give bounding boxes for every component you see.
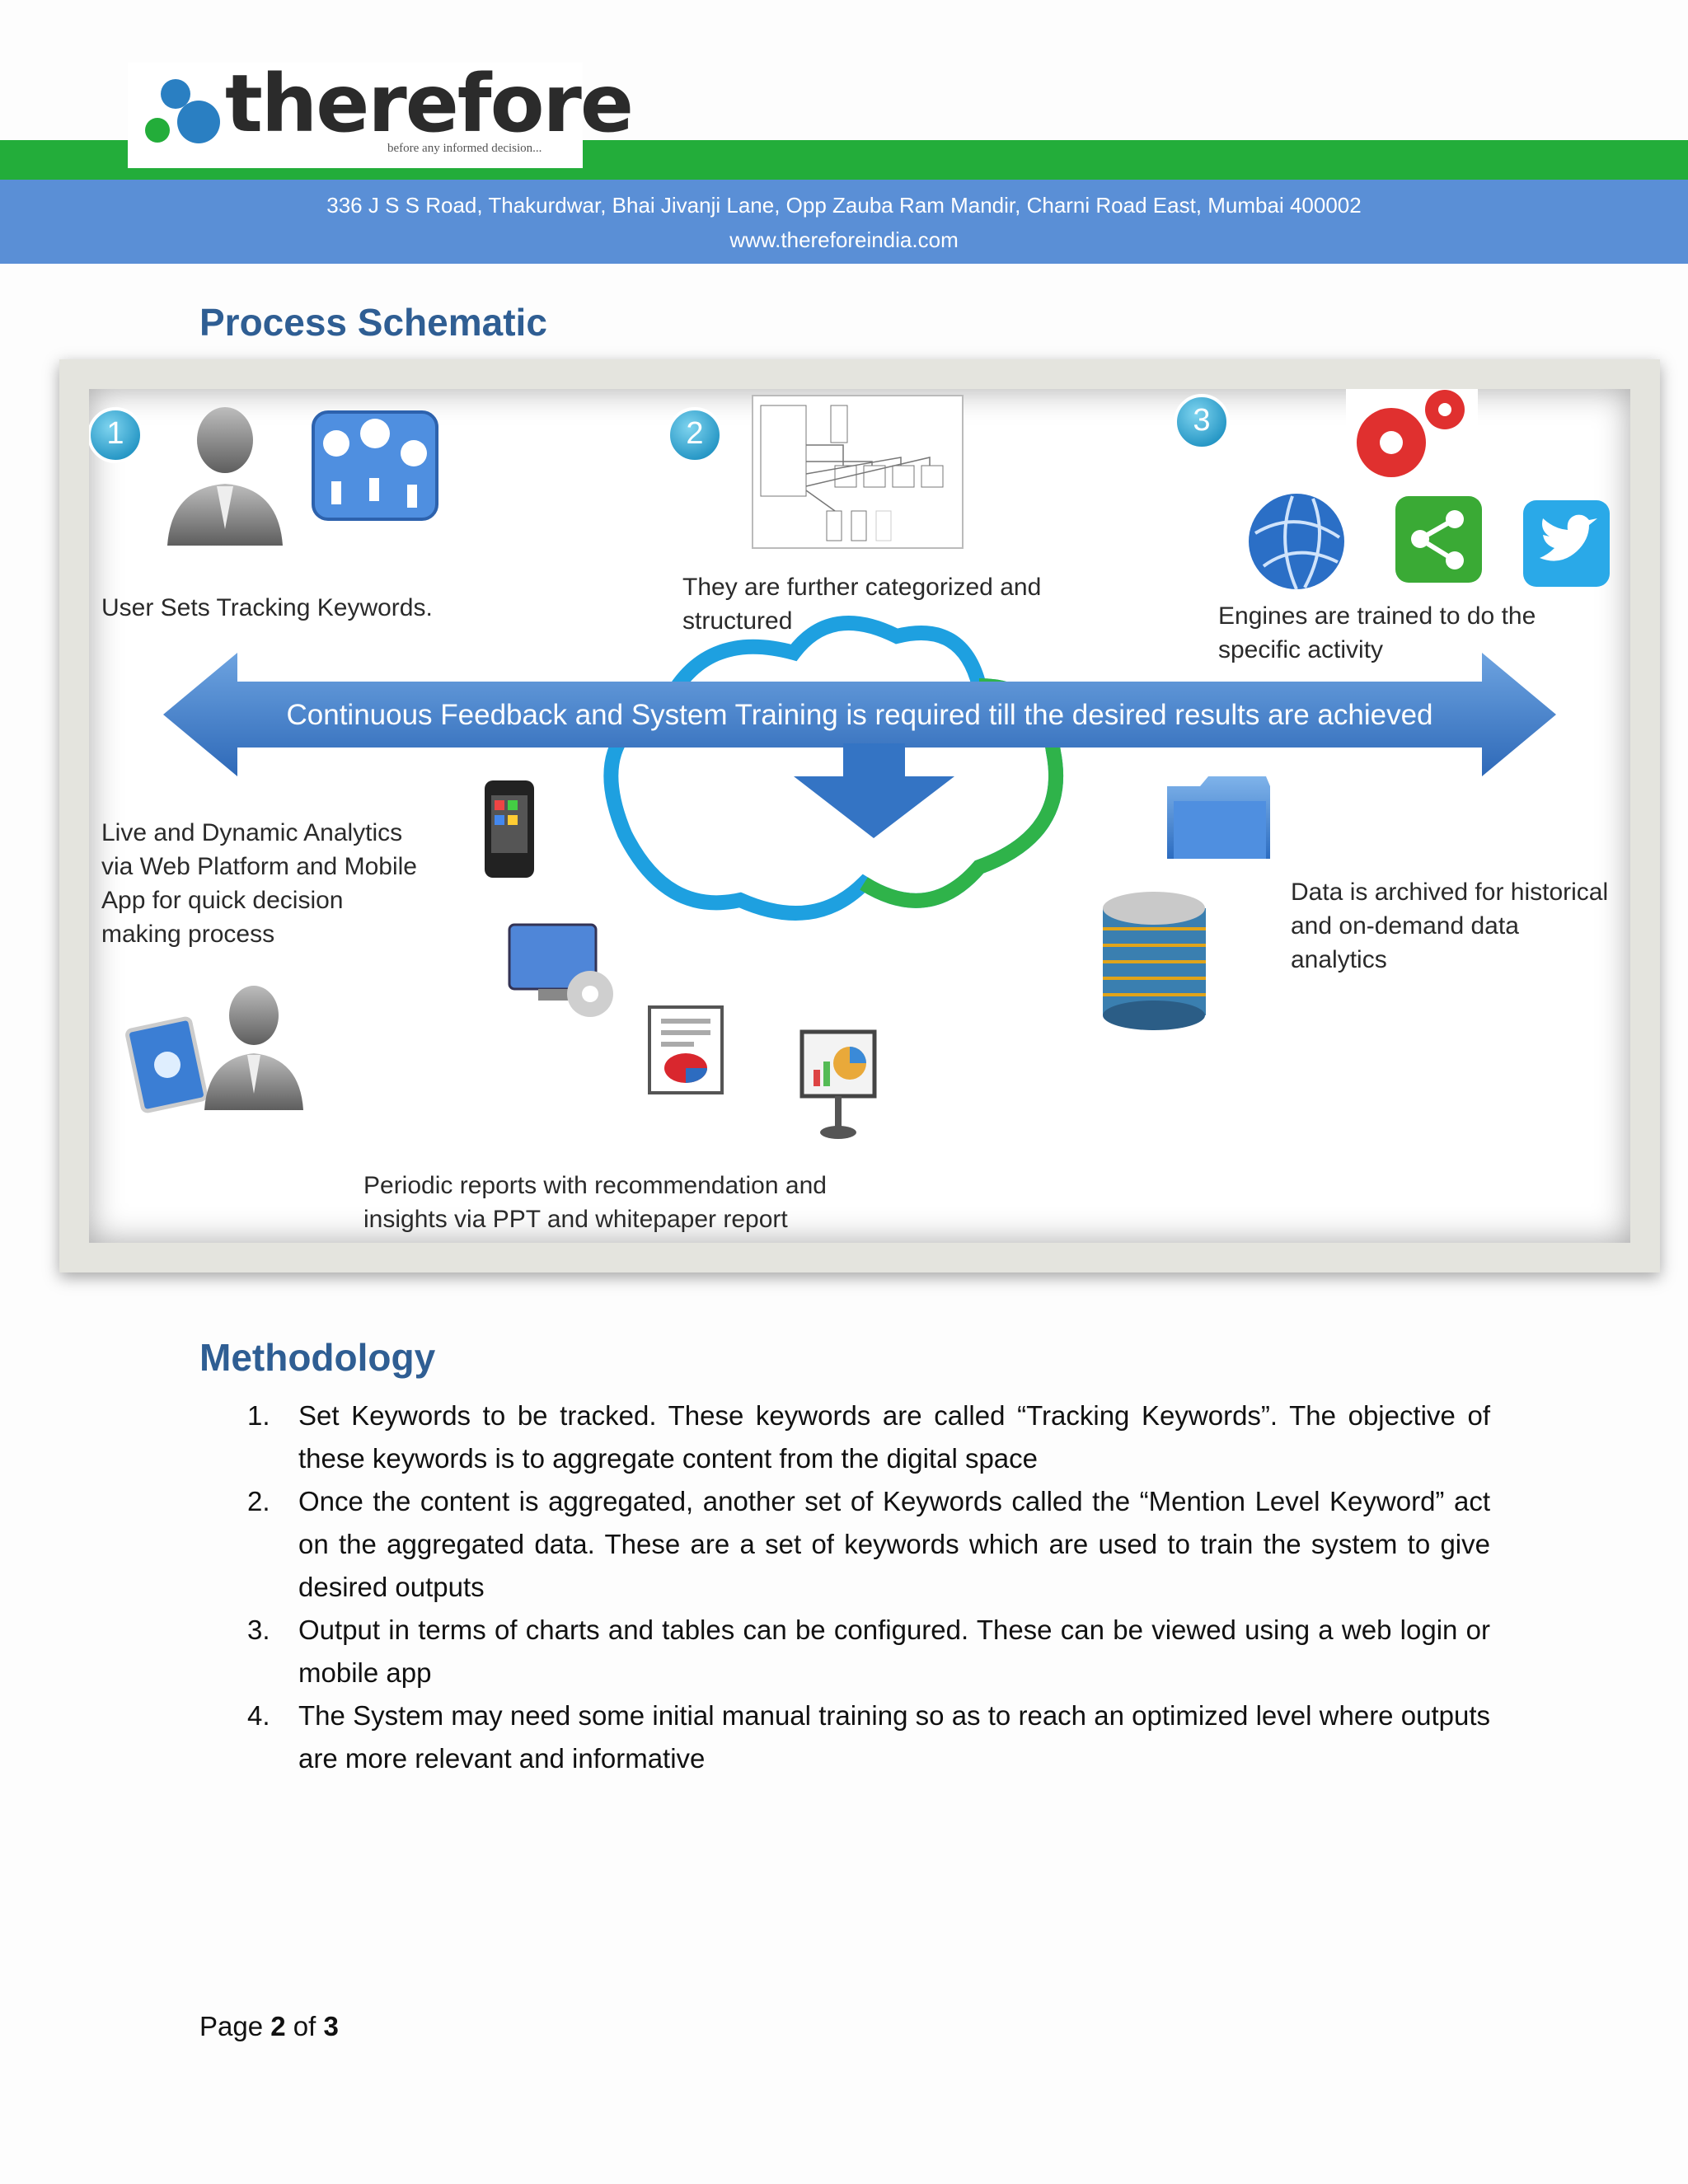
analytics-caption-line-2: via Web Platform and Mobile [101,853,417,880]
step-3-caption: Engines are trained to do the specific a… [1218,599,1536,667]
list-item-number: 1. [247,1400,270,1431]
flowchart-structure-icon [752,395,964,549]
step-3-number: 3 [1193,403,1211,438]
database-icon [1103,892,1206,1030]
company-address: 336 J S S Road, Thakurdwar, Bhai Jivanji… [326,193,1362,218]
methodology-list: 1. Set Keywords to be tracked. These keyw… [247,1394,1490,1780]
list-item-number: 3. [247,1615,270,1645]
analyst-person-icon [204,986,303,1110]
analytics-caption-line-1: Live and Dynamic Analytics [101,819,403,846]
step-1-badge-icon [89,407,143,463]
folder-icon [1167,776,1270,859]
feedback-double-arrow [163,653,1556,776]
analytics-caption-line-3: App for quick decision [101,887,344,914]
step-2-number: 2 [686,416,704,451]
page-number: Page 2 of 3 [199,2011,339,2042]
tablet-settings-icon [125,1016,208,1113]
step-1-caption: User Sets Tracking Keywords. [101,594,433,621]
archive-caption-line-2: and on-demand data [1291,912,1519,940]
down-arrow-icon [794,743,954,838]
step-3-caption-line-2: specific activity [1218,636,1384,663]
company-logo: therefore before any informed decision..… [128,58,634,168]
logo-dots-icon [145,79,220,143]
list-item-number: 4. [247,1700,270,1731]
logo-wordmark: therefore [225,58,634,150]
schematic-graphics [89,389,1610,1139]
page-total: 3 [323,2011,339,2041]
step-3-caption-line-1: Engines are trained to do the [1218,602,1536,630]
list-item-text: Set Keywords to be tracked. These keywor… [298,1400,1490,1474]
step-3-badge-icon [1174,394,1230,450]
list-item-number: 2. [247,1486,270,1516]
process-schematic-heading: Process Schematic [199,301,547,344]
twitter-icon [1523,500,1610,587]
analytics-caption: Live and Dynamic Analytics via Web Platf… [101,816,417,951]
logo-tagline: before any informed decision... [387,142,542,155]
reports-caption: Periodic reports with recommendation and… [363,1169,827,1236]
computer-settings-icon [508,923,613,1017]
share-icon [1395,496,1482,583]
methodology-heading: Methodology [199,1336,436,1379]
step-2-caption-line-1: They are further categorized and [682,574,1042,601]
mobile-phone-icon [485,780,534,878]
report-document-icon [648,1005,724,1094]
company-website: www.thereforeindia.com [729,227,959,252]
analytics-caption-line-4: making process [101,921,275,948]
list-item: 2. Once the content is aggregated, anothe… [247,1480,1490,1609]
cloud-icon [603,616,1064,921]
list-item: 1. Set Keywords to be tracked. These keyw… [247,1394,1490,1480]
list-item: 4. The System may need some initial manua… [247,1694,1490,1780]
page-label: Page [199,2011,264,2041]
step-2-caption: They are further categorized and structu… [682,570,1041,638]
list-item: 3. Output in terms of charts and tables c… [247,1609,1490,1694]
list-item-text: Output in terms of charts and tables can… [298,1615,1490,1688]
step-1-number: 1 [106,416,124,451]
step-2-caption-line-2: structured [682,607,793,635]
header-address-bar: 336 J S S Road, Thakurdwar, Bhai Jivanji… [0,180,1688,264]
page-current: 2 [270,2011,286,2041]
archive-caption-line-3: analytics [1291,946,1387,973]
feedback-arrow-label: Continuous Feedback and System Training … [286,699,1433,731]
reports-caption-line-1: Periodic reports with recommendation and [363,1172,827,1199]
user-person-icon [167,407,283,546]
archive-caption-line-1: Data is archived for historical [1291,879,1609,906]
control-panel-icon [312,410,438,521]
globe-network-icon [1249,494,1344,590]
list-item-text: The System may need some initial manual … [298,1700,1490,1774]
gears-icon [1346,389,1478,488]
reports-caption-line-2: insights via PPT and whitepaper report [363,1206,788,1233]
schematic-frame: User Sets Tracking Keywords. They are fu… [59,359,1660,1272]
page-of-label: of [293,2011,316,2041]
presentation-chart-icon [799,1029,877,1139]
step-2-badge-icon [667,407,723,463]
schematic-diagram: User Sets Tracking Keywords. They are fu… [89,389,1630,1243]
archive-caption: Data is archived for historical and on-d… [1291,875,1608,977]
list-item-text: Once the content is aggregated, another … [298,1486,1490,1602]
